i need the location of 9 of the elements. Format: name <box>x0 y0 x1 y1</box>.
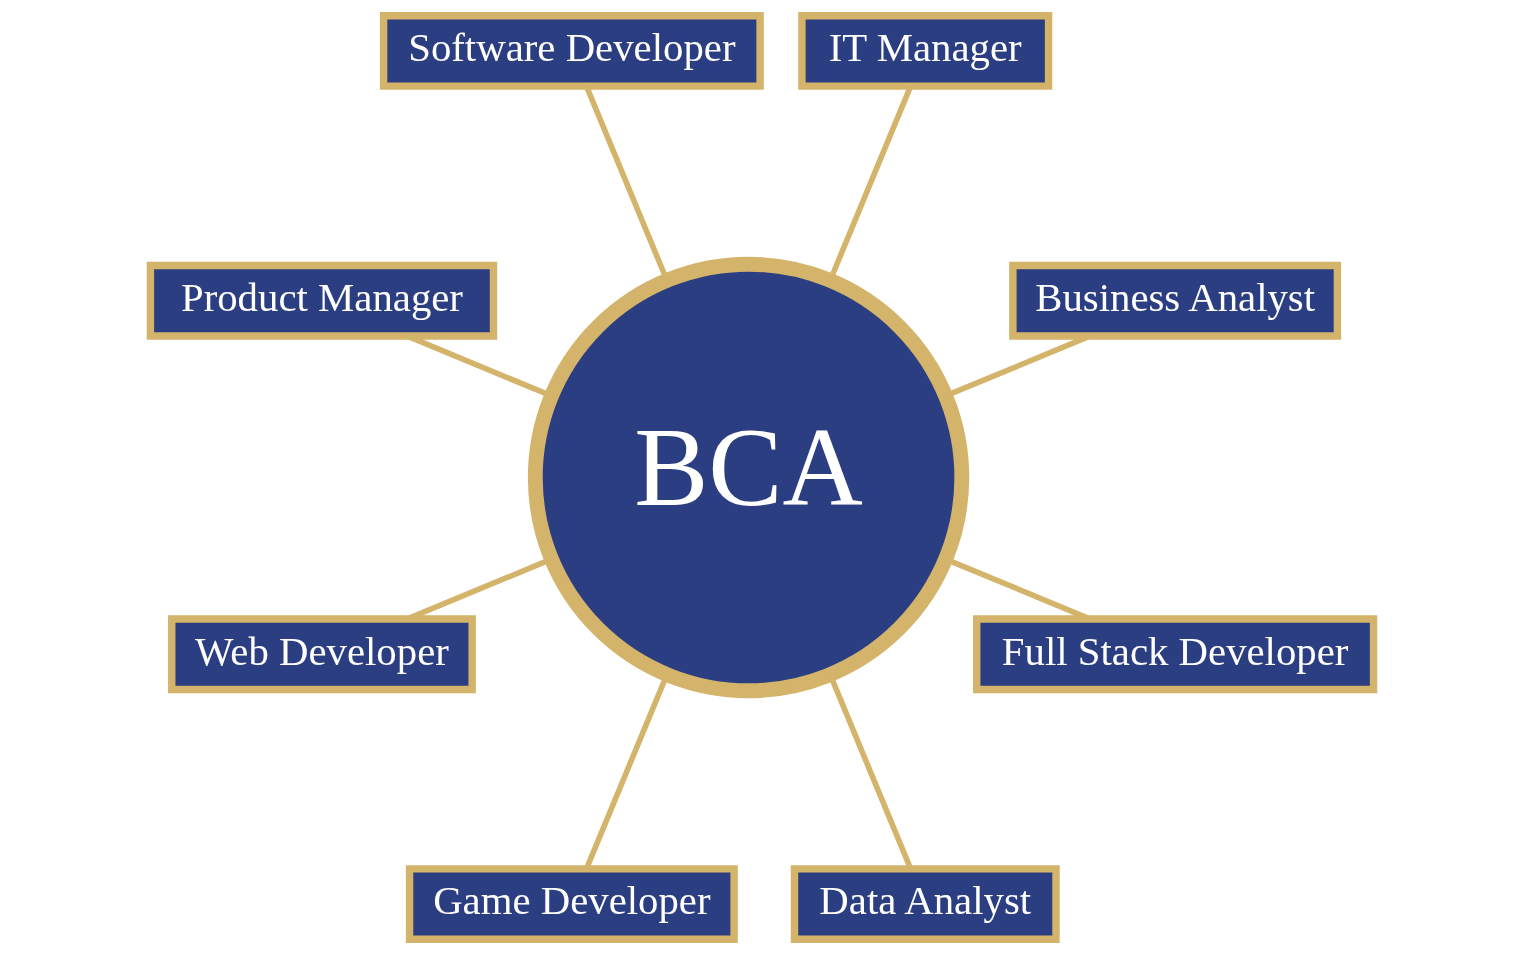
node-box: Data Analyst <box>790 865 1060 944</box>
node-box: Business Analyst <box>1009 261 1342 340</box>
node-box: Web Developer <box>168 615 476 694</box>
node-box: Game Developer <box>405 865 738 944</box>
node-box: Software Developer <box>379 11 764 90</box>
node-circle: BCA <box>527 256 970 699</box>
node-box: IT Manager <box>798 11 1053 90</box>
node-box: Product Manager <box>146 261 498 340</box>
node-box: Full Stack Developer <box>973 615 1378 694</box>
